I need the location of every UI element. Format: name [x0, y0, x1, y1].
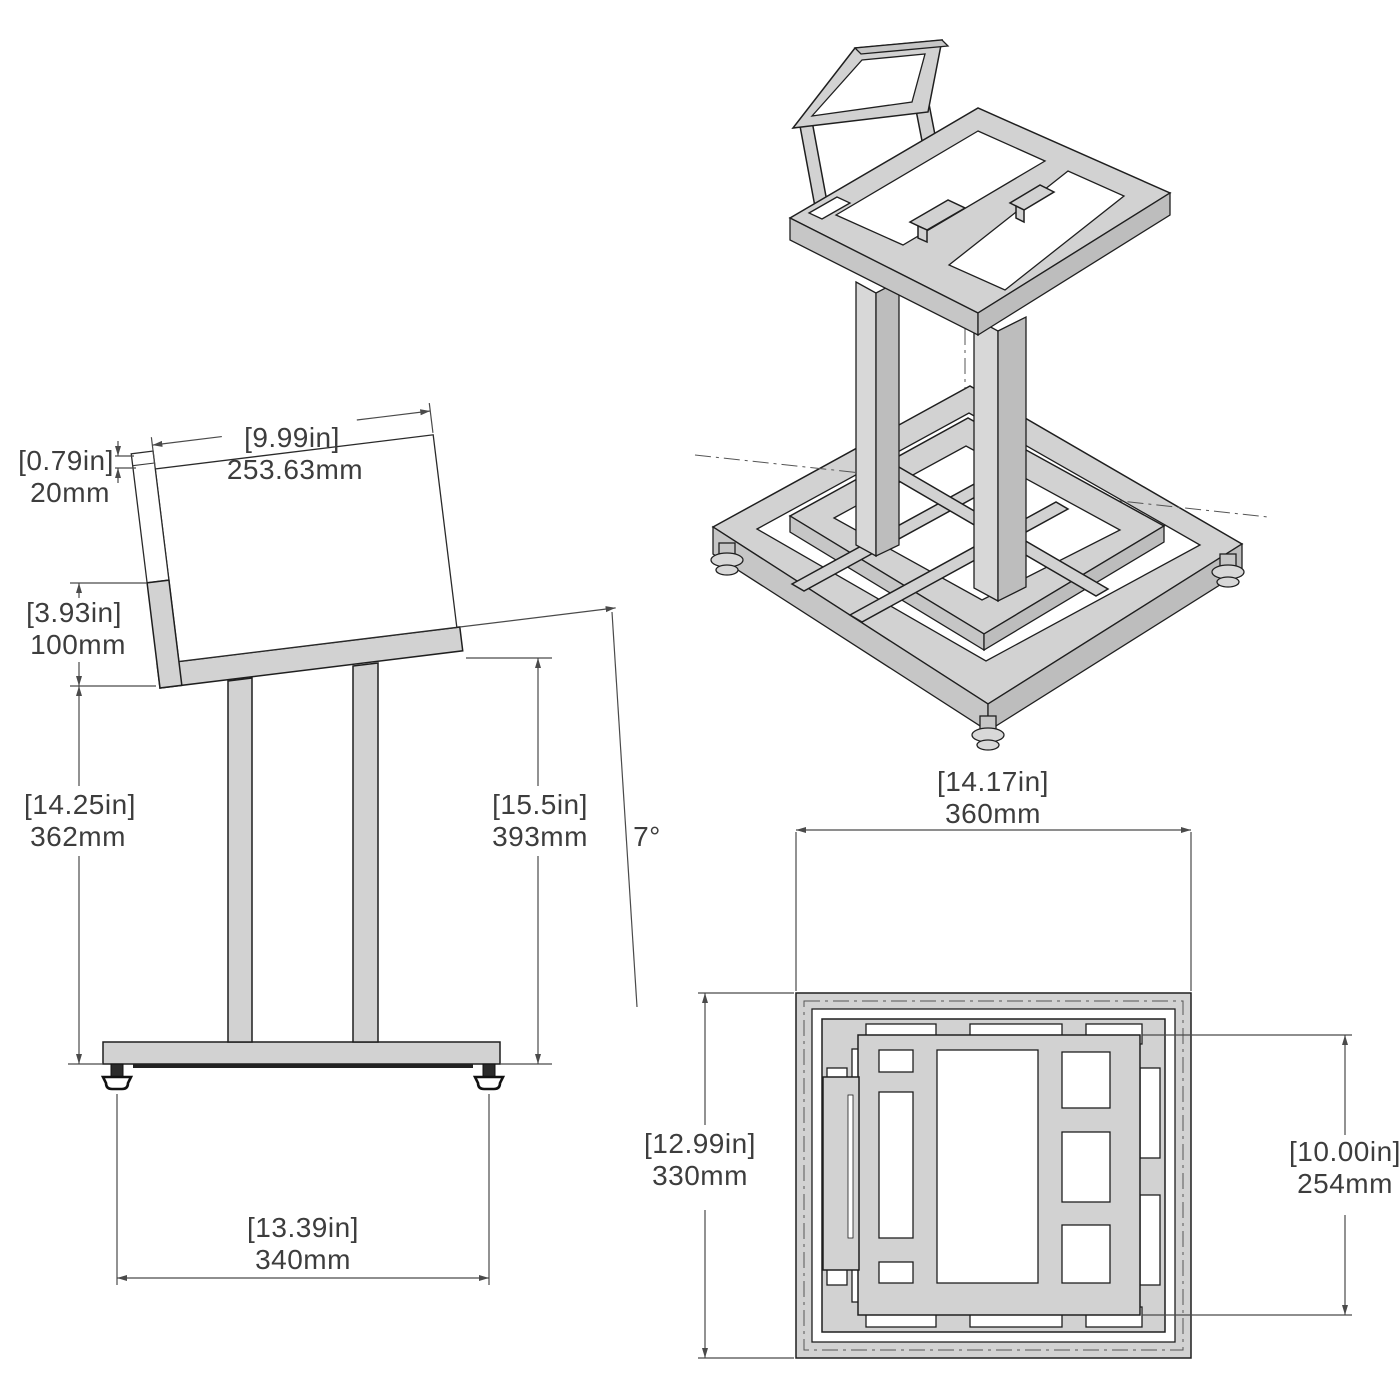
dim-top-height-in: [15.5in] — [492, 789, 588, 820]
side-foot-left — [100, 1063, 134, 1091]
side-base-underside — [133, 1064, 473, 1068]
column-face — [875, 279, 900, 558]
plate-center-opening — [936, 1049, 1039, 1284]
iso-foot-left — [710, 542, 744, 576]
top-view: [14.17in] 360mm [12.99in] 330mm [10.00in… — [644, 766, 1400, 1359]
dim-side-speaker-depth-lines — [150, 402, 434, 468]
side-front-lip-lower — [146, 579, 183, 689]
dim-line — [152, 435, 222, 447]
iso-top-plate — [788, 107, 1172, 337]
side-base-plate — [102, 1041, 501, 1065]
foot-disc — [1216, 576, 1240, 588]
lip-frame-edge — [853, 39, 950, 55]
frame-slot — [1139, 1194, 1161, 1286]
side-pillar-rear — [352, 662, 379, 1043]
dim-lip-height-in: [3.93in] — [26, 597, 122, 628]
side-tilted-assembly — [130, 402, 616, 689]
dim-line — [356, 409, 431, 421]
foot-pad — [100, 1075, 134, 1091]
dim-base-depth2-in: [12.99in] — [644, 1128, 756, 1159]
iso-column-front — [855, 279, 900, 558]
column-cap-leg — [917, 224, 928, 244]
angle-ref-line — [459, 606, 616, 628]
column-cap-leg — [1015, 204, 1025, 224]
dim-speaker-depth-in: [9.99in] — [244, 422, 340, 453]
dim-side-lip-height: [3.93in] 100mm — [26, 582, 156, 687]
foot-disc — [715, 564, 739, 576]
iso-foot-front — [971, 715, 1005, 751]
dim-pillar-height-mm: 362mm — [30, 821, 126, 852]
foot-disc — [976, 739, 1000, 751]
angle-leader-line — [611, 611, 638, 1008]
dim-base-width-mm: 360mm — [945, 798, 1041, 829]
dim-top-height-mm: 393mm — [492, 821, 588, 852]
dim-pillar-height-in: [14.25in] — [24, 789, 136, 820]
plate-right-opening — [1061, 1051, 1111, 1109]
dim-lip-height-mm: 100mm — [30, 629, 126, 660]
iso-foot-right — [1211, 553, 1245, 588]
dim-side-top-height: [15.5in] 393mm — [466, 657, 588, 1065]
ext-line — [428, 402, 434, 433]
plate-opening — [834, 130, 1047, 246]
plate-left-slot — [878, 1049, 914, 1073]
dim-base-depth-in: [13.39in] — [247, 1212, 359, 1243]
isometric-view — [694, 39, 1269, 751]
dim-side-base-depth: [13.39in] 340mm — [116, 1094, 490, 1285]
frame-slot — [1139, 1067, 1161, 1159]
ext-line — [150, 437, 156, 468]
side-pillar-front — [227, 677, 253, 1043]
iso-lip-frame — [791, 39, 950, 129]
foot-stem — [482, 1063, 496, 1078]
side-foot-right — [472, 1063, 506, 1091]
dim-top-base-depth: [12.99in] 330mm — [644, 992, 794, 1359]
plate-opening — [947, 170, 1126, 291]
plate-right-opening — [1061, 1224, 1111, 1284]
foot-pad — [472, 1075, 506, 1091]
plate-left-slot — [878, 1261, 914, 1284]
side-lip-cap-line — [132, 462, 155, 467]
dim-plate-depth-in: [10.00in] — [1289, 1136, 1400, 1167]
column-face — [855, 280, 877, 558]
upper-frame-side-face — [983, 524, 1165, 652]
dim-lip-cap-mm: 20mm — [30, 477, 110, 508]
dim-tilt-angle: 7° — [633, 821, 661, 852]
dim-base-depth-mm: 340mm — [255, 1244, 351, 1275]
plate-left-slot — [878, 1091, 914, 1239]
top-centerline-rect — [803, 1000, 1184, 1351]
top-lip-slot — [847, 1094, 854, 1239]
dim-speaker-depth-mm: 253.63mm — [227, 454, 363, 485]
dim-side-pillar-height: [14.25in] 362mm — [24, 686, 136, 1065]
centerline — [694, 454, 1269, 518]
dim-side-tilt-angle: 7° — [611, 611, 661, 1008]
dim-top-plate-depth: [10.00in] 254mm — [1142, 1034, 1400, 1316]
dim-lip-cap-in: [0.79in] — [18, 445, 114, 476]
dim-top-base-width: [14.17in] 360mm — [795, 766, 1192, 991]
plate-lip-slot — [807, 196, 852, 220]
iso-column-rear — [973, 315, 1027, 603]
side-view: [9.99in] 253.63mm [0.79in] 20mm [3.93in]… — [18, 402, 661, 1285]
dim-base-width-in: [14.17in] — [937, 766, 1049, 797]
plate-right-opening — [1061, 1131, 1111, 1203]
dim-base-depth2-mm: 330mm — [652, 1160, 748, 1191]
dim-plate-depth-mm: 254mm — [1297, 1168, 1393, 1199]
top-lip-projection — [822, 1076, 860, 1271]
plate-side-face — [977, 191, 1171, 337]
foot-stem — [110, 1063, 124, 1078]
dim-side-lip-cap: [0.79in] 20mm — [18, 441, 136, 508]
column-face — [973, 316, 999, 603]
lip-frame-opening — [810, 53, 926, 117]
column-face — [997, 315, 1027, 603]
